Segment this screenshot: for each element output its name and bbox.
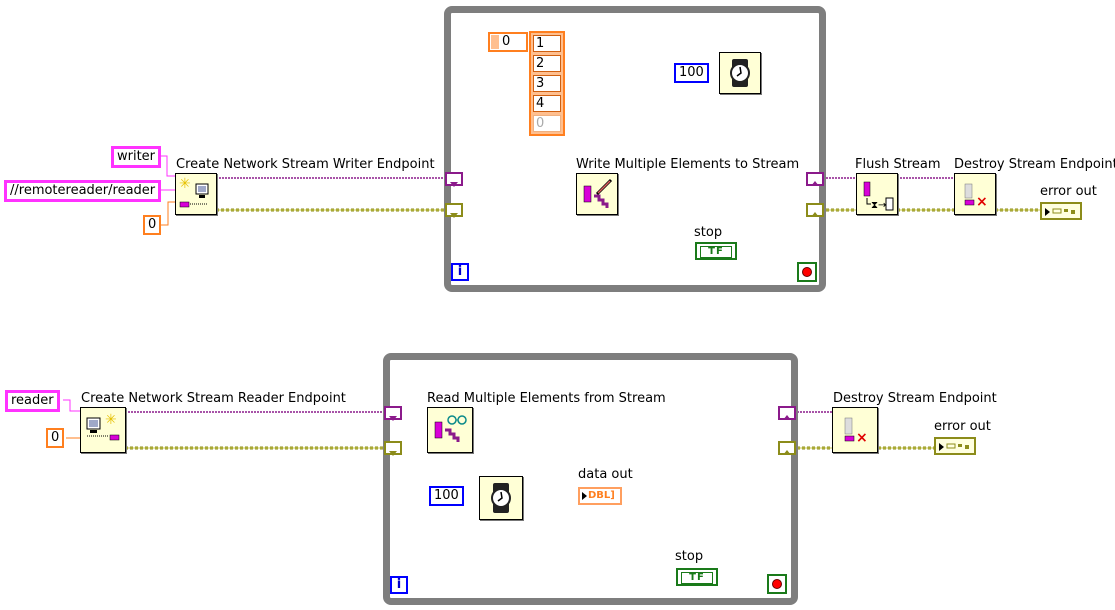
create-reader-label: Create Network Stream Reader Endpoint (81, 391, 346, 406)
destroy-endpoint-icon: × (844, 417, 868, 446)
stop-tf-value: TF (681, 572, 713, 584)
writer-stop-control[interactable]: TF (695, 242, 737, 260)
reader-destroy-endpoint-node[interactable]: × (832, 407, 878, 453)
reader-refnum-tunnel-out[interactable] (778, 406, 796, 420)
stop-tf-value: TF (700, 246, 732, 258)
reader-error-out-indicator[interactable] (934, 437, 976, 455)
wait-clock-icon (730, 59, 750, 87)
reader-iteration-terminal: i (390, 576, 408, 594)
write-stream-icon (583, 178, 613, 208)
array-element[interactable]: 3 (533, 75, 561, 92)
data-array-constant[interactable]: 1 2 3 4 0 (529, 31, 565, 136)
array-index-display[interactable]: 0 (488, 32, 528, 52)
wait-clock-icon (491, 483, 511, 513)
reader-wait-constant[interactable]: 100 (429, 486, 464, 506)
flush-stream-icon: ⧗→ (863, 181, 894, 211)
destroy-endpoint-icon: × (964, 183, 988, 210)
reader-url-constant[interactable]: //remotereader/reader (4, 180, 162, 202)
reader-stop-label: stop (675, 549, 704, 564)
read-stream-icon (434, 415, 467, 442)
error-cluster-icon (1045, 208, 1075, 216)
create-reader-endpoint-node[interactable]: ✳ (80, 407, 126, 453)
writer-destroy-endpoint-node[interactable]: × (954, 173, 996, 215)
reader-loop-condition[interactable] (767, 574, 787, 594)
reader-stop-control[interactable]: TF (676, 568, 718, 586)
stop-sign-icon (772, 579, 782, 589)
stop-sign-icon (802, 267, 812, 277)
wire-writer-name (160, 155, 178, 177)
read-multiple-label: Read Multiple Elements from Stream (427, 391, 666, 406)
writer-loop-condition[interactable] (797, 262, 817, 282)
flush-stream-label: Flush Stream (855, 157, 941, 172)
writer-buffer-constant[interactable]: 0 (143, 215, 162, 235)
array-element[interactable]: 1 (533, 35, 561, 52)
indicator-arrow-icon (582, 492, 587, 500)
reader-name-constant[interactable]: reader (5, 390, 60, 412)
reader-wait-ms-node[interactable] (479, 476, 523, 520)
reader-refnum-tunnel-in[interactable] (384, 406, 402, 421)
writer-error-out-label: error out (1040, 184, 1097, 199)
data-out-label: data out (578, 467, 633, 482)
reader-while-loop[interactable] (383, 353, 798, 605)
reader-buffer-constant[interactable]: 0 (46, 428, 65, 448)
network-writer-icon: ✳ (179, 176, 209, 208)
writer-error-tunnel-in[interactable] (445, 203, 463, 218)
writer-stop-label: stop (694, 225, 723, 240)
reader-error-out-label: error out (934, 419, 991, 434)
array-element[interactable]: 4 (533, 95, 561, 112)
index-stepper-icon[interactable] (491, 35, 499, 49)
wire-reader-name (63, 399, 81, 412)
writer-error-out-indicator[interactable] (1040, 202, 1082, 220)
writer-wait-ms-node[interactable] (719, 52, 761, 94)
data-out-type: DBL (588, 490, 611, 501)
writer-iteration-terminal: i (451, 263, 469, 281)
writer-error-tunnel-out[interactable] (806, 203, 824, 217)
svg-text:✳: ✳ (179, 176, 191, 192)
wire-writer-buffer (160, 201, 178, 226)
flush-stream-node[interactable]: ⧗→ (856, 173, 898, 215)
writer-refnum-tunnel-out[interactable] (806, 172, 824, 186)
array-element[interactable]: 2 (533, 55, 561, 72)
writer-name-constant[interactable]: writer (111, 146, 162, 168)
svg-text:⧗→: ⧗→ (871, 200, 886, 211)
writer-while-loop[interactable] (444, 6, 826, 292)
data-out-indicator[interactable]: DBL] (578, 487, 622, 505)
reader-error-tunnel-in[interactable] (384, 441, 402, 456)
error-cluster-icon (939, 443, 969, 451)
svg-text:×: × (856, 430, 868, 446)
writer-wait-constant[interactable]: 100 (674, 63, 709, 83)
svg-text:×: × (976, 194, 988, 210)
array-index-value: 0 (502, 34, 511, 49)
reader-error-tunnel-out[interactable] (778, 441, 796, 455)
network-reader-icon: ✳ (86, 412, 120, 441)
read-multiple-elements-node[interactable] (427, 407, 473, 453)
writer-refnum-tunnel-in[interactable] (445, 172, 463, 187)
reader-destroy-label: Destroy Stream Endpoint (833, 391, 997, 406)
create-writer-endpoint-node[interactable]: ✳ (175, 173, 217, 215)
create-writer-label: Create Network Stream Writer Endpoint (176, 157, 435, 172)
write-multiple-label: Write Multiple Elements to Stream (576, 157, 800, 172)
array-element[interactable]: 0 (533, 115, 561, 132)
writer-destroy-label: Destroy Stream Endpoint (954, 157, 1115, 172)
write-multiple-elements-node[interactable] (576, 173, 618, 215)
svg-text:✳: ✳ (105, 412, 117, 428)
